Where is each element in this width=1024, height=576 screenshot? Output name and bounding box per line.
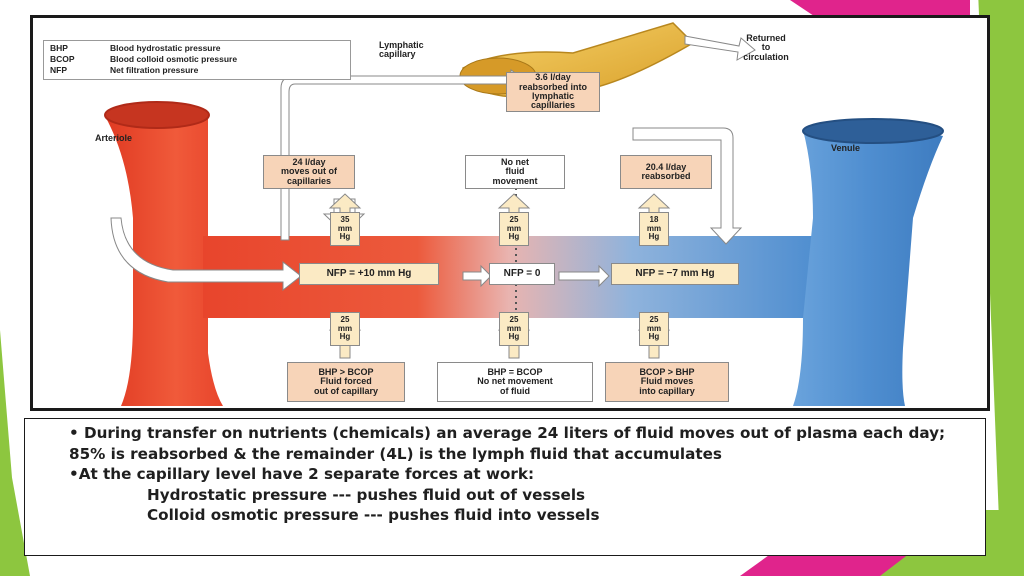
venule-vessel	[793, 124, 943, 406]
condition-box-right: BCOP > BHP Fluid moves into capillary	[605, 362, 729, 402]
reabsorbed-box: 20.4 l/day reabsorbed	[620, 155, 712, 189]
return-to-venule-arrow	[632, 127, 743, 245]
legend-text: Blood colloid osmotic pressure	[110, 54, 238, 64]
body-text-line-3: Hydrostatic pressure --- pushes fluid ou…	[147, 485, 586, 504]
arteriole-vessel	[105, 108, 223, 406]
pressure-bottom-middle: 25 mm Hg	[499, 312, 529, 346]
venule-opening	[802, 118, 944, 144]
pressure-bottom-left: 25 mm Hg	[330, 312, 360, 346]
no-net-movement-box: No net fluid movement	[465, 155, 565, 189]
nfp-box-right: NFP = −7 mm Hg	[611, 263, 739, 285]
lymph-reabsorbed-box: 3.6 l/day reabsorbed into lymphatic capi…	[506, 72, 600, 112]
legend-text: Blood hydrostatic pressure	[110, 43, 221, 53]
nfp-arrow-2	[558, 264, 610, 288]
explanation-text-box: • During transfer on nutrients (chemical…	[24, 418, 986, 556]
venule-label: Venule	[831, 143, 861, 153]
legend-abbr: BCOP	[50, 54, 75, 64]
nfp-arrow-1	[462, 264, 492, 288]
lymphatic-capillary-label: Lymphatic capillary	[379, 40, 424, 60]
legend-row: BCOP Blood colloid osmotic pressure	[50, 54, 344, 65]
legend-text: Net filtration pressure	[110, 65, 199, 75]
pressure-top-left: 35 mm Hg	[330, 212, 360, 246]
arteriole-flow-arrow	[110, 217, 302, 292]
arteriole-label: Arteriole	[95, 133, 133, 143]
body-text-line-4: Colloid osmotic pressure --- pushes flui…	[147, 506, 600, 524]
legend-row: NFP Net filtration pressure	[50, 65, 344, 76]
pressure-top-right: 18 mm Hg	[639, 212, 669, 246]
legend: BHP Blood hydrostatic pressure BCOP Bloo…	[43, 40, 351, 80]
lymph-to-circulation-arrow	[684, 35, 756, 61]
pressure-top-middle: 25 mm Hg	[499, 212, 529, 246]
moves-out-box: 24 l/day moves out of capillaries	[263, 155, 355, 189]
arteriole-opening	[104, 101, 210, 129]
nfp-box-middle: NFP = 0	[489, 263, 555, 285]
condition-box-left: BHP > BCOP Fluid forced out of capillary	[287, 362, 405, 402]
body-text-line-2: •At the capillary level have 2 separate …	[69, 465, 535, 483]
legend-row: BHP Blood hydrostatic pressure	[50, 43, 344, 54]
legend-abbr: NFP	[50, 65, 67, 75]
returned-to-circulation-label: Returned to circulation	[743, 33, 789, 62]
pressure-bottom-right: 25 mm Hg	[639, 312, 669, 346]
nfp-box-left: NFP = +10 mm Hg	[299, 263, 439, 285]
condition-box-middle: BHP = BCOP No net movement of fluid	[437, 362, 593, 402]
legend-abbr: BHP	[50, 43, 68, 53]
body-text-line-1: • During transfer on nutrients (chemical…	[69, 424, 946, 463]
diagram-frame: BHP Blood hydrostatic pressure BCOP Bloo…	[30, 15, 990, 411]
